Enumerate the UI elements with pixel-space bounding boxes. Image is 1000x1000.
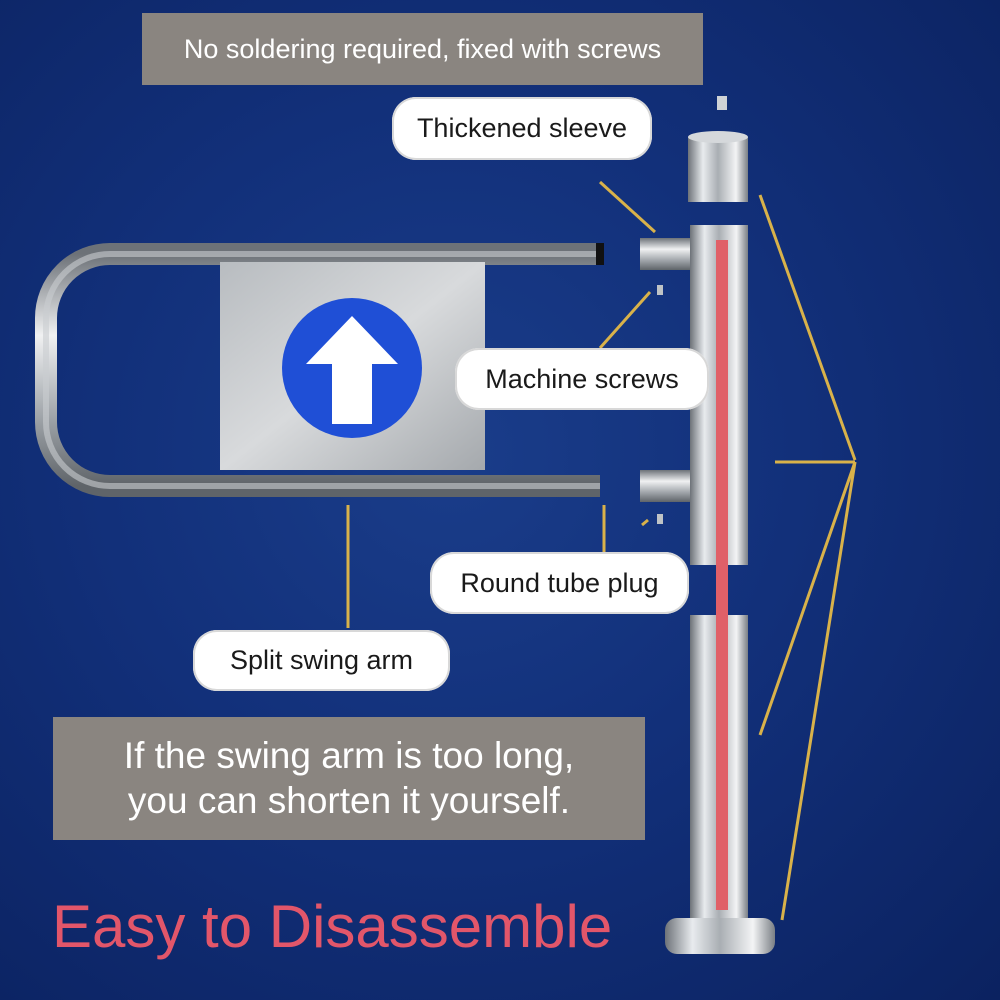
screw-top [717, 96, 727, 110]
label-text: Machine screws [485, 363, 679, 394]
info-line-1: If the swing arm is too long, [123, 735, 575, 777]
label-split-swing-arm: Split swing arm [193, 630, 450, 691]
thickened-sleeve [688, 137, 748, 202]
label-text: Thickened sleeve [416, 113, 628, 143]
label-machine-screws: Machine screws [455, 348, 709, 410]
machine-screw-2 [657, 514, 663, 524]
label-text: Split swing arm [229, 645, 414, 675]
round-tube-plug-top [640, 238, 692, 270]
info-banner: If the swing arm is too long, you can sh… [53, 717, 645, 840]
headline: Easy to Disassemble [52, 893, 613, 960]
up-arrow-icon [306, 316, 398, 424]
tube-end-top [596, 243, 604, 265]
round-tube-plug-bottom [640, 470, 692, 502]
leader-lines [346, 180, 857, 921]
label-thickened-sleeve: Thickened sleeve [392, 97, 652, 160]
note-banner: No soldering required, fixed with screws [142, 13, 703, 85]
info-line-2: you can shorten it yourself. [127, 779, 571, 821]
pole-base [665, 918, 775, 954]
label-round-tube-plug: Round tube plug [430, 552, 689, 614]
inner-rod [716, 240, 728, 910]
note-text: No soldering required, fixed with screws [183, 33, 662, 64]
machine-screw-1 [657, 285, 663, 295]
label-text: Round tube plug [460, 567, 659, 598]
